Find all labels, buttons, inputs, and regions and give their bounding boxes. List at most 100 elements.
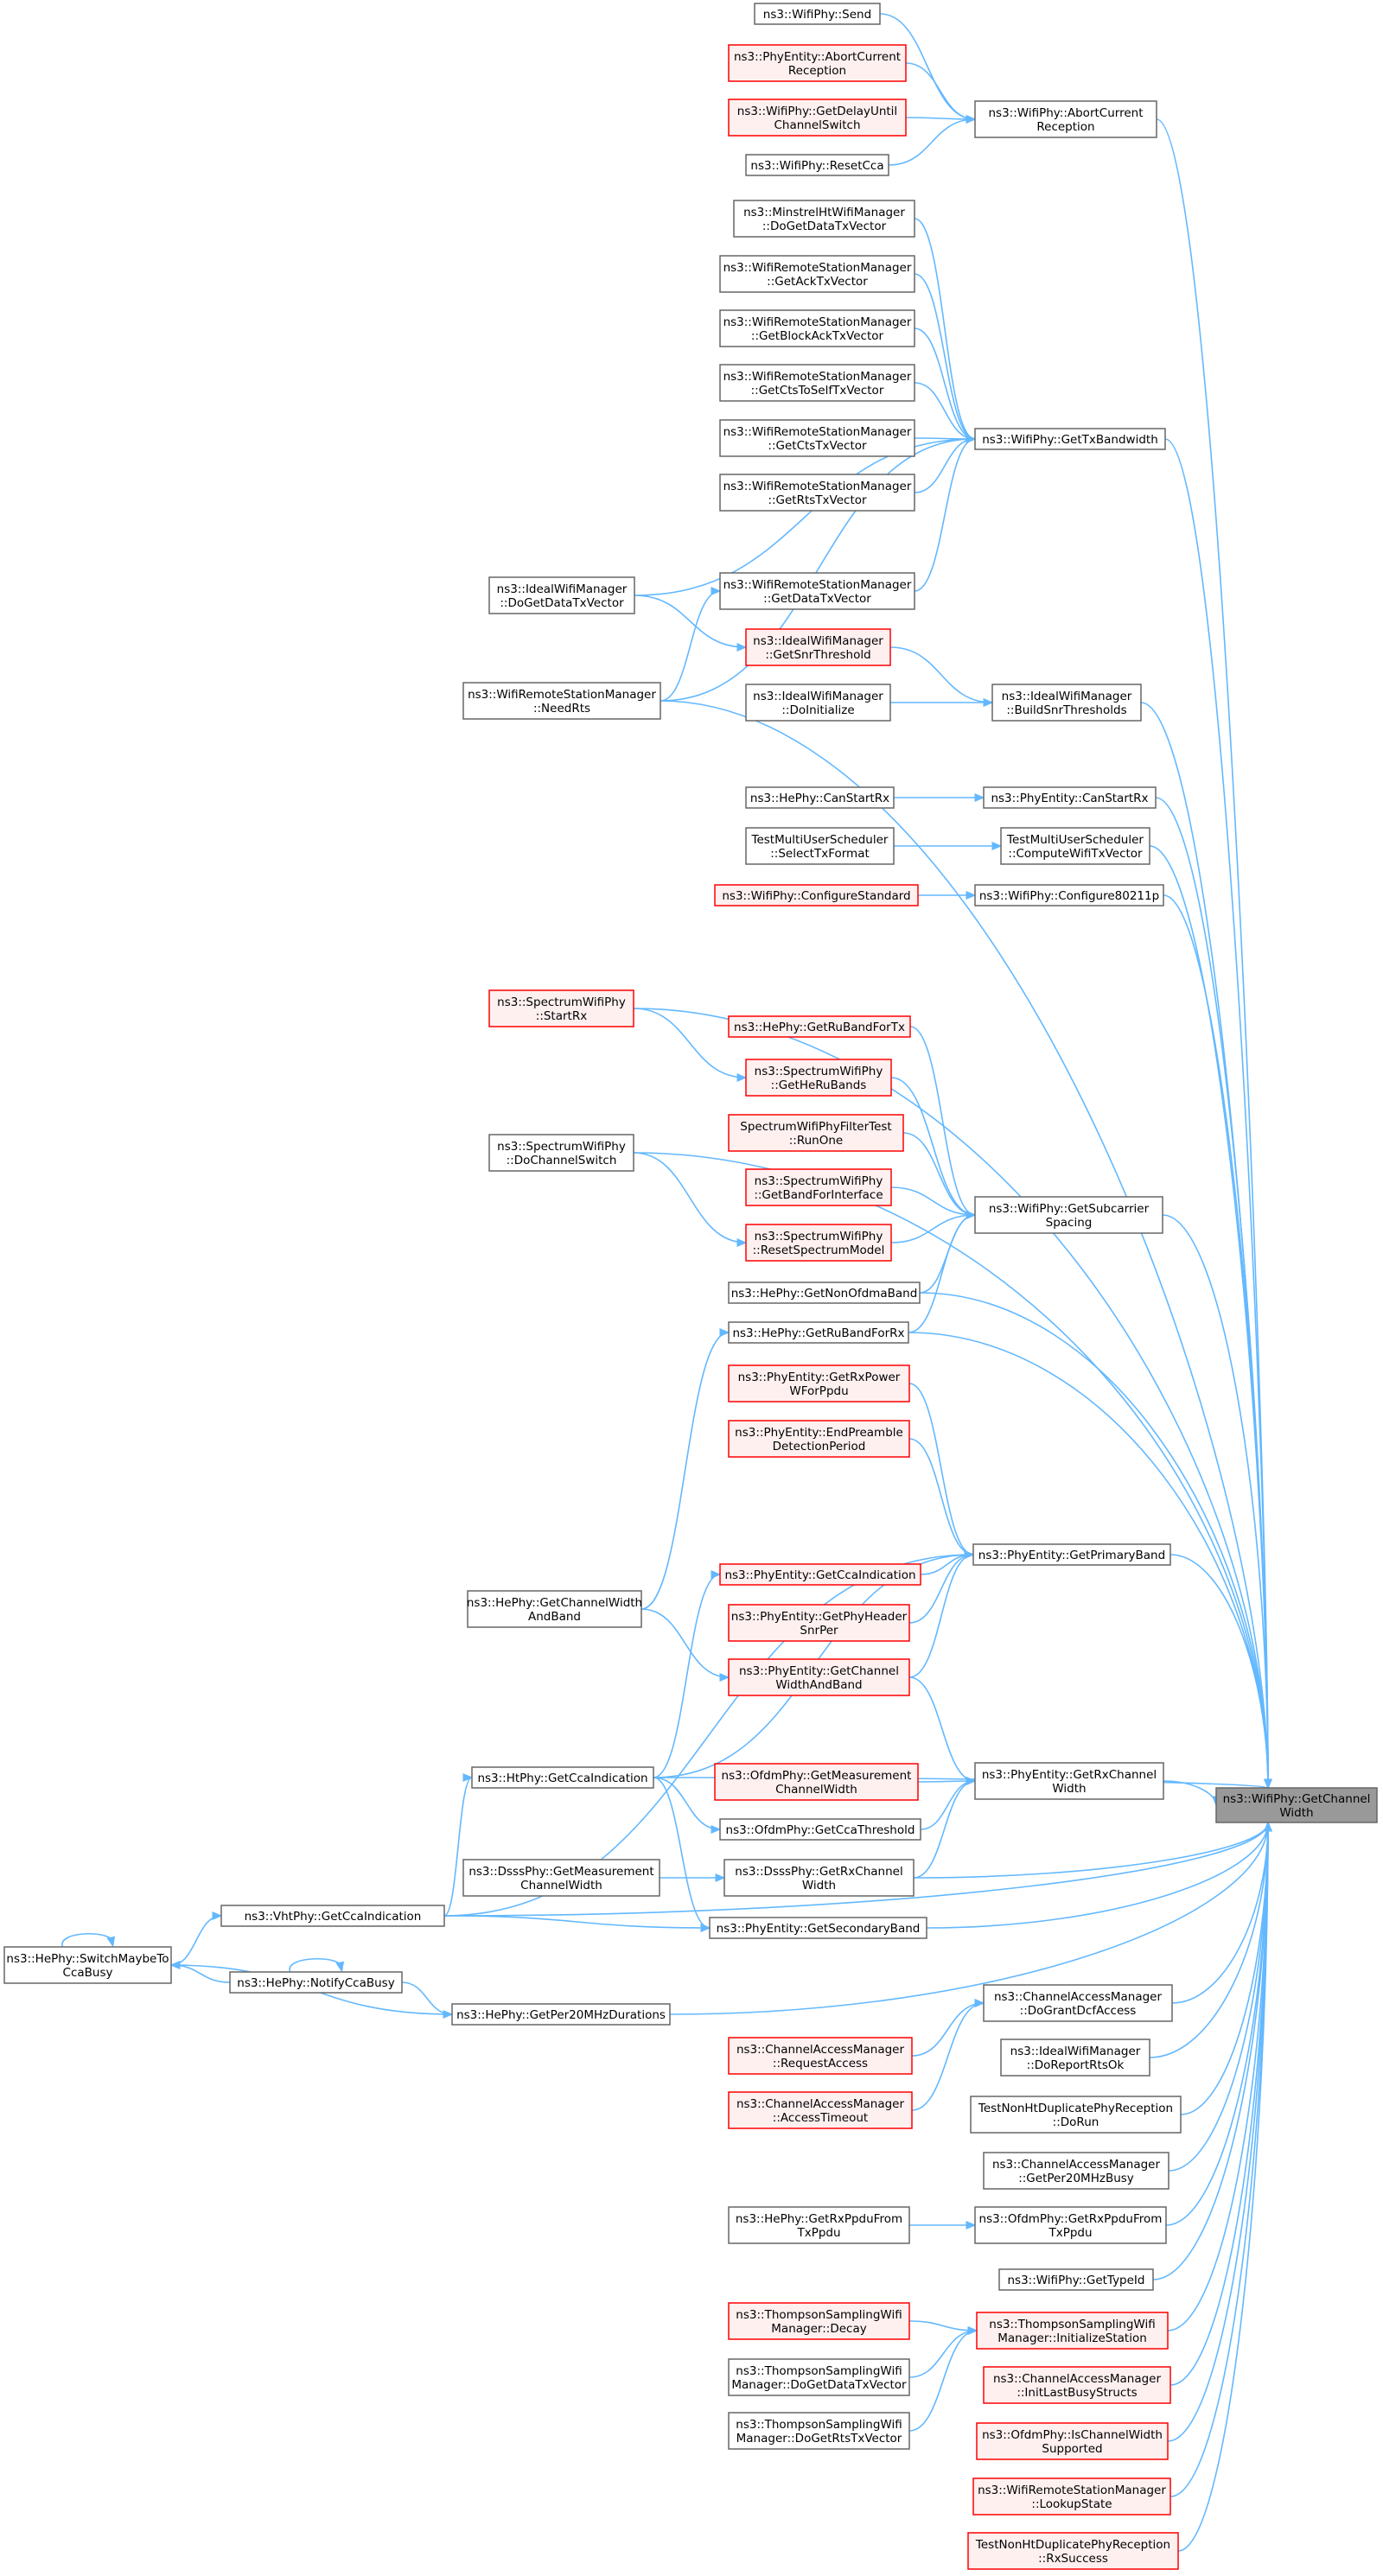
node-ts_dogetdata[interactable]: ns3::ThompsonSamplingWifiManager::DoGetD…	[728, 2358, 910, 2396]
node-selecttx[interactable]: TestMultiUserScheduler::SelectTxFormat	[745, 827, 895, 865]
node-label: Width	[1279, 1806, 1313, 1820]
node-grantdcf[interactable]: ns3::ChannelAccessManager::DoGrantDcfAcc…	[983, 1984, 1173, 2022]
edge-vht_getcca-to-getsecondary	[443, 1915, 711, 1932]
node-getrts[interactable]: ns3::WifiRemoteStationManager::GetRtsTxV…	[719, 474, 915, 512]
node-doreportrtsok[interactable]: ns3::IdealWifiManager::DoReportRtsOk	[1000, 2039, 1150, 2077]
edge-arrowhead	[966, 435, 977, 443]
node-label: ns3::PhyEntity::EndPreamble	[735, 1426, 903, 1440]
node-label: ns3::WifiPhy::AbortCurrent	[989, 106, 1144, 120]
node-getctstoself[interactable]: ns3::WifiRemoteStationManager::GetCtsToS…	[719, 364, 915, 402]
edge-selecttx-to-computetx	[894, 842, 1003, 850]
node-box	[745, 1059, 892, 1097]
node-dochannelswitch[interactable]: ns3::SpectrumWifiPhy::DoChannelSwitch	[488, 1134, 634, 1172]
node-gettxbw[interactable]: ns3::WifiPhy::GetTxBandwidth	[974, 428, 1166, 450]
node-root[interactable]: ns3::WifiPhy::GetChannelWidth	[1215, 1787, 1378, 1823]
node-initlastbusy[interactable]: ns3::ChannelAccessManager::InitLastBusyS…	[983, 2366, 1171, 2404]
node-label: ns3::ThompsonSamplingWifi	[989, 2318, 1155, 2331]
node-ofdm_ccathr[interactable]: ns3::OfdmPhy::GetCcaThreshold	[719, 1818, 921, 1841]
node-pe_getcca[interactable]: ns3::PhyEntity::GetCcaIndication	[719, 1563, 921, 1586]
node-label: ns3::OfdmPhy::GetRxPpduFrom	[979, 2212, 1163, 2226]
node-label: ns3::PhyEntity::GetPrimaryBand	[978, 1549, 1165, 1562]
node-accesstimeout[interactable]: ns3::ChannelAccessManager::AccessTimeout	[728, 2091, 913, 2129]
node-getherubands[interactable]: ns3::SpectrumWifiPhy::GetHeRuBands	[745, 1059, 892, 1097]
node-lookupstate[interactable]: ns3::WifiRemoteStationManager::LookupSta…	[972, 2477, 1171, 2516]
node-doinit[interactable]: ns3::IdealWifiManager::DoInitialize	[745, 684, 891, 722]
edge-switchmaybe-to-switchmaybe	[61, 1932, 116, 1948]
node-box	[462, 682, 661, 720]
node-config80211p[interactable]: ns3::WifiPhy::Configure80211p	[974, 884, 1164, 906]
node-pe_canstart[interactable]: ns3::PhyEntity::CanStartRx	[983, 786, 1157, 809]
node-getsnr[interactable]: ns3::IdealWifiManager::GetSnrThreshold	[745, 628, 891, 666]
node-getper20[interactable]: ns3::HePhy::GetPer20MHzDurations	[451, 2003, 671, 2026]
node-endpreamble[interactable]: ns3::PhyEntity::EndPreambleDetectionPeri…	[728, 1420, 910, 1458]
node-startrx[interactable]: ns3::SpectrumWifiPhy::StartRx	[488, 989, 634, 1027]
node-label: ns3::PhyEntity::GetRxChannel	[982, 1768, 1157, 1782]
node-label: ns3::PhyEntity::GetChannel	[739, 1664, 899, 1678]
node-resetspectrum[interactable]: ns3::SpectrumWifiPhy::ResetSpectrumModel	[745, 1224, 892, 1262]
node-gettypeid[interactable]: ns3::WifiPhy::GetTypeId	[998, 2268, 1154, 2291]
node-label: ns3::WifiPhy::GetTypeId	[1007, 2274, 1144, 2287]
node-nonht_dorun[interactable]: TestNonHtDuplicatePhyReception::DoRun	[970, 2096, 1182, 2134]
node-he_canstart[interactable]: ns3::HePhy::CanStartRx	[745, 786, 895, 809]
node-ht_getcca[interactable]: ns3::HtPhy::GetCcaIndication	[471, 1766, 654, 1789]
node-getbandforif[interactable]: ns3::SpectrumWifiPhy::GetBandForInterfac…	[745, 1168, 892, 1206]
node-computetx[interactable]: TestMultiUserScheduler::ComputeWifiTxVec…	[1000, 827, 1150, 865]
node-configstd[interactable]: ns3::WifiPhy::ConfigureStandard	[714, 884, 919, 906]
edge-arrowhead	[335, 1961, 345, 1973]
node-label: ::GetBandForInterface	[754, 1188, 883, 1202]
node-label: ns3::HePhy::GetRxPpduFrom	[736, 2212, 902, 2226]
edge-line	[908, 1554, 974, 1678]
node-getack[interactable]: ns3::WifiRemoteStationManager::GetAckTxV…	[719, 255, 915, 293]
edge-line	[914, 273, 976, 440]
edge-arrowhead	[715, 1873, 726, 1882]
node-ts_dogetrts[interactable]: ns3::ThompsonSamplingWifiManager::DoGetR…	[728, 2412, 910, 2450]
node-getnonofdma[interactable]: ns3::HePhy::GetNonOfdmaBand	[728, 1282, 921, 1304]
node-label: ns3::PhyEntity::GetCcaIndication	[724, 1568, 915, 1582]
node-buildsnr[interactable]: ns3::IdealWifiManager::BuildSnrThreshold…	[991, 684, 1142, 722]
node-box	[974, 100, 1157, 138]
node-needrts[interactable]: ns3::WifiRemoteStationManager::NeedRts	[462, 682, 661, 720]
node-getrubandtx[interactable]: ns3::HePhy::GetRuBandForTx	[728, 1015, 911, 1038]
node-minstrel[interactable]: ns3::MinstrelHtWifiManager::DoGetDataTxV…	[733, 200, 915, 238]
node-send[interactable]: ns3::WifiPhy::Send	[754, 3, 881, 25]
node-getprimary[interactable]: ns3::PhyEntity::GetPrimaryBand	[972, 1543, 1171, 1566]
node-label: ns3::ChannelAccessManager	[994, 1990, 1163, 2004]
node-label: ns3::HePhy::GetPer20MHzDurations	[456, 2008, 666, 2022]
node-ideal_dogetdata[interactable]: ns3::IdealWifiManager::DoGetDataTxVector	[488, 576, 635, 614]
node-resetcca[interactable]: ns3::WifiPhy::ResetCca	[745, 154, 889, 176]
node-ts_init[interactable]: ns3::ThompsonSamplingWifiManager::Initia…	[976, 2312, 1169, 2350]
node-getrubandrx[interactable]: ns3::HePhy::GetRuBandForRx	[728, 1321, 909, 1344]
edge-dsss_getrxcw-to-pe_getrxcw	[913, 1777, 977, 1879]
node-getsecondary[interactable]: ns3::PhyEntity::GetSecondaryBand	[709, 1917, 927, 1939]
edge-line	[1163, 1780, 1217, 1806]
node-getdatatx[interactable]: ns3::WifiRemoteStationManager::GetDataTx…	[719, 572, 915, 610]
node-vht_getcca[interactable]: ns3::VhtPhy::GetCcaIndication	[220, 1905, 445, 1927]
node-getcts[interactable]: ns3::WifiRemoteStationManager::GetCtsTxV…	[719, 419, 915, 457]
node-notifycca[interactable]: ns3::HePhy::NotifyCcaBusy	[229, 1971, 403, 1994]
node-getblockack[interactable]: ns3::WifiRemoteStationManager::GetBlockA…	[719, 309, 915, 347]
node-requestaccess[interactable]: ns3::ChannelAccessManager::RequestAccess	[728, 2037, 913, 2075]
node-getper20busy[interactable]: ns3::ChannelAccessManager::GetPer20MHzBu…	[983, 2152, 1169, 2190]
node-label: ns3::SpectrumWifiPhy	[497, 1140, 626, 1154]
edge-line	[908, 1383, 974, 1555]
node-rxsuccess[interactable]: TestNonHtDuplicatePhyReception::RxSucces…	[967, 2532, 1179, 2570]
node-label: ns3::IdealWifiManager	[497, 582, 628, 596]
node-filtertest[interactable]: SpectrumWifiPhyFilterTest::RunOne	[728, 1114, 904, 1152]
